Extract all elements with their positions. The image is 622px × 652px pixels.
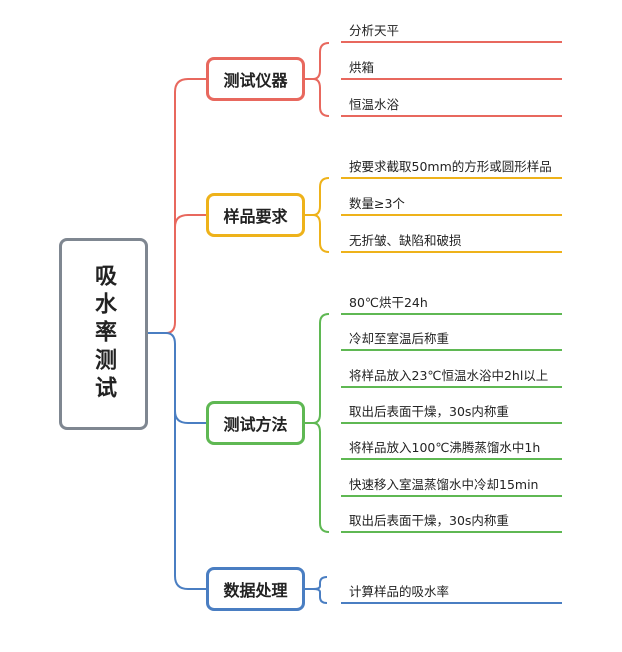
branch-label: 测试方法 xyxy=(223,415,288,434)
leaf-item[interactable]: 快速移入室温蒸馏水中冷却15min xyxy=(349,477,539,492)
branch-1-bracket xyxy=(305,41,562,117)
leaf-item[interactable]: 将样品放入23℃恒温水浴中2hl以上 xyxy=(349,368,549,383)
branch-3-bracket xyxy=(305,313,562,533)
branch-node-instruments[interactable]: 测试仪器 xyxy=(206,57,305,101)
root-connector-upper xyxy=(148,78,206,334)
leaf-item[interactable]: 取出后表面干燥，30s内称重 xyxy=(349,513,509,528)
branch-2-bracket xyxy=(305,177,562,253)
leaf-item[interactable]: 无折皱、缺陷和破损 xyxy=(349,233,462,248)
leaf-item[interactable]: 分析天平 xyxy=(349,23,400,38)
branch-node-test-method[interactable]: 测试方法 xyxy=(206,401,305,445)
leaf-item[interactable]: 将样品放入100℃沸腾蒸馏水中1h xyxy=(349,440,541,455)
root-label: 吸水率测试 xyxy=(91,264,116,404)
root-connector-lower xyxy=(148,332,206,590)
root-connector-branch-2 xyxy=(174,214,206,228)
leaf-item[interactable]: 取出后表面干燥，30s内称重 xyxy=(349,404,509,419)
leaf-item[interactable]: 冷却至室温后称重 xyxy=(349,331,450,346)
leaf-item[interactable]: 计算样品的吸水率 xyxy=(349,584,450,599)
branch-node-sample-requirements[interactable]: 样品要求 xyxy=(206,193,305,237)
branch-label: 样品要求 xyxy=(223,207,288,226)
branch-4-bracket xyxy=(305,576,562,604)
root-connector-branch-3 xyxy=(174,410,206,424)
leaf-item[interactable]: 80℃烘干24h xyxy=(349,295,428,310)
leaf-item[interactable]: 烘箱 xyxy=(349,60,375,75)
branch-node-data-processing[interactable]: 数据处理 xyxy=(206,567,305,611)
branch-label: 测试仪器 xyxy=(223,71,288,90)
leaf-item[interactable]: 按要求截取50mm的方形或圆形样品 xyxy=(349,159,552,174)
leaf-item[interactable]: 恒温水浴 xyxy=(349,97,400,112)
branch-label: 数据处理 xyxy=(223,581,288,600)
root-node[interactable]: 吸水率测试 xyxy=(59,238,148,430)
leaf-item[interactable]: 数量≥3个 xyxy=(349,196,405,211)
